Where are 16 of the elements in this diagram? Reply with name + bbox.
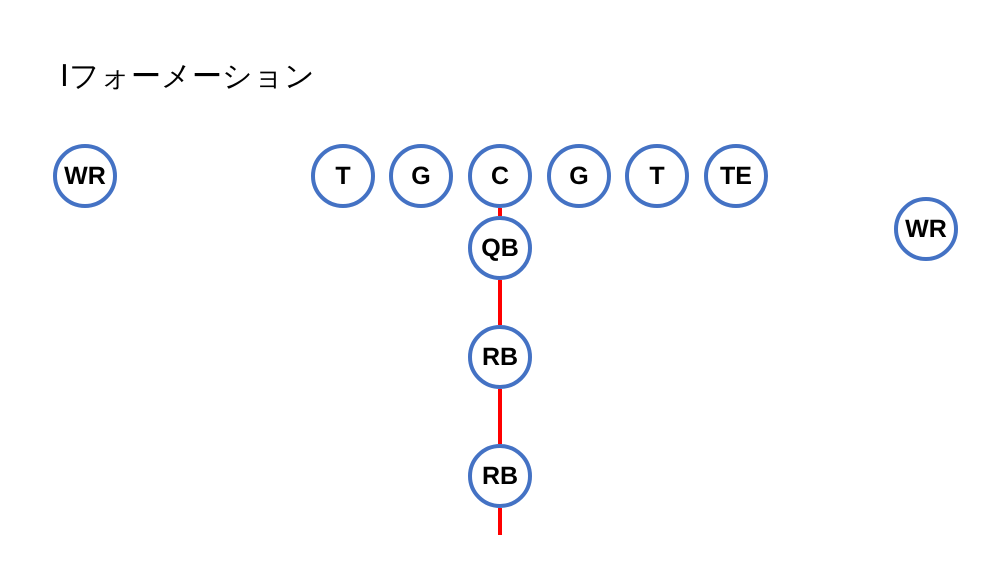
position-label: G (411, 162, 431, 190)
connector-line (498, 389, 502, 444)
position-label: TE (720, 162, 752, 190)
position-label: RB (482, 462, 518, 490)
position-label: WR (905, 214, 947, 244)
connector-line (498, 508, 502, 535)
position-label: T (649, 162, 665, 190)
position-label: C (490, 162, 510, 190)
connector-line (498, 280, 502, 325)
connector-line (498, 208, 502, 216)
position-label: QB (481, 234, 519, 262)
position-label: G (569, 162, 589, 190)
position-label: WR (64, 162, 106, 190)
position-label: T (335, 162, 351, 190)
position-label: RB (482, 342, 518, 372)
title: Iフォーメーション (60, 58, 315, 96)
